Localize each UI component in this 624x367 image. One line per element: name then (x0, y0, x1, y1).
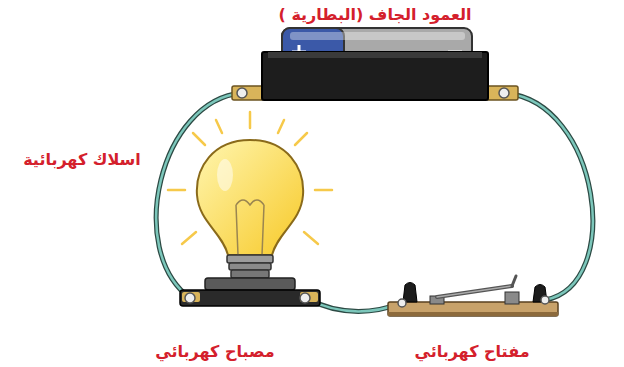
part-label: مصباح كهربائي (152, 342, 277, 361)
light-bulb (168, 112, 332, 306)
battery (232, 28, 518, 100)
part-label: مفتاح كهربائي (411, 342, 532, 361)
part-label: اسلاك كهربائية (20, 150, 144, 169)
wires (156, 93, 593, 311)
switch (388, 276, 558, 316)
part-label: العمود الجاف (البطارية ) (276, 5, 475, 24)
